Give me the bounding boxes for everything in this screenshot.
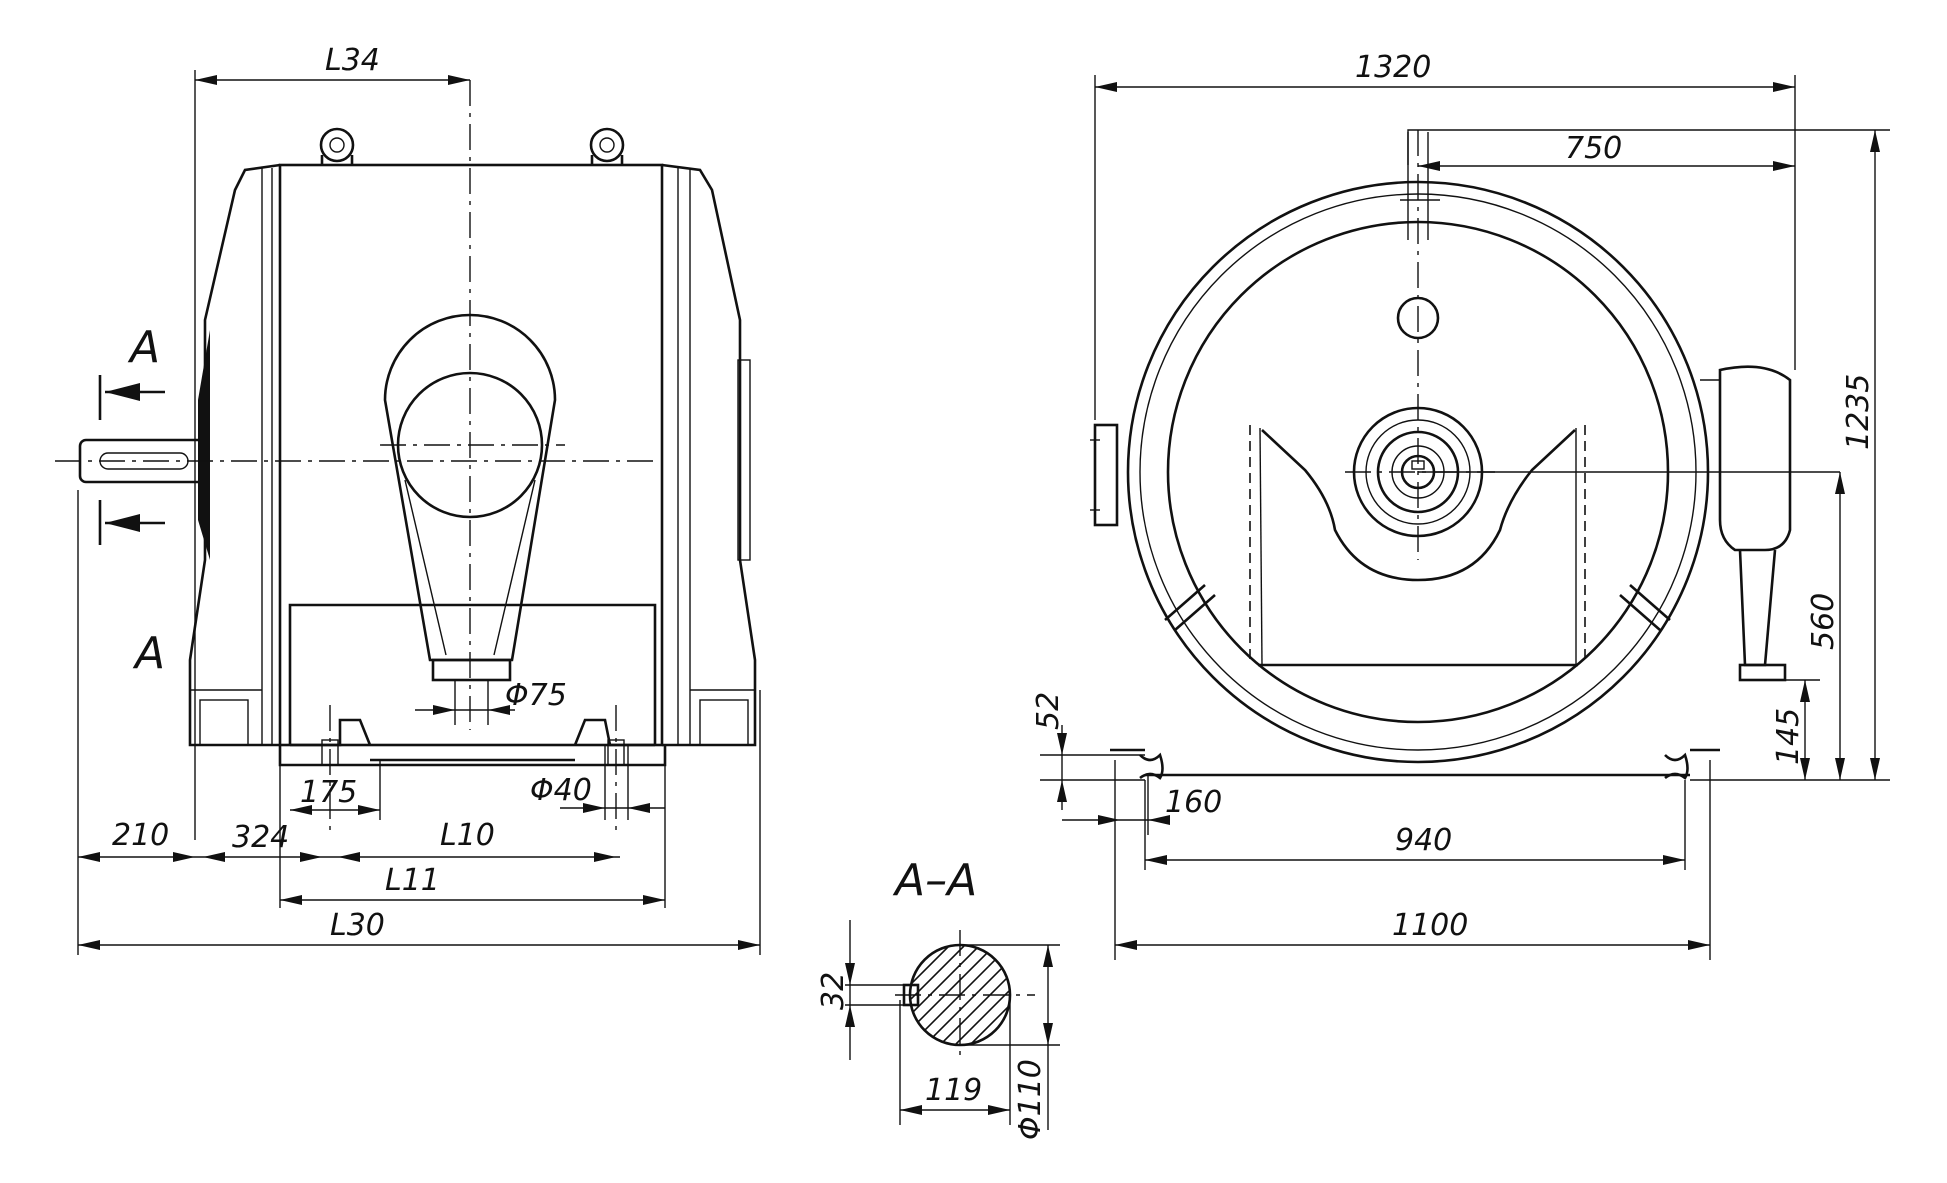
dim-145: 145 bbox=[1771, 708, 1806, 765]
dim-940: 940 bbox=[1395, 823, 1452, 858]
shaft bbox=[78, 438, 207, 484]
feet-base bbox=[190, 603, 755, 767]
dim-phi110: Φ110 bbox=[1013, 1059, 1048, 1140]
side-view-dimensions: L34 210 324 L10 175 L11 bbox=[77, 43, 761, 955]
dim-phi75: Φ75 bbox=[505, 678, 567, 713]
dim-l10: L10 bbox=[440, 818, 495, 853]
lifting-eye-right bbox=[589, 127, 625, 165]
side-view: A A L34 210 324 L10 bbox=[55, 43, 761, 955]
dim-32: 32 bbox=[816, 972, 851, 1010]
dim-l11: L11 bbox=[385, 863, 440, 898]
dim-l34: L34 bbox=[325, 43, 380, 78]
dim-175: 175 bbox=[300, 775, 357, 810]
dim-750: 750 bbox=[1565, 131, 1622, 166]
section-label-bottom: A bbox=[132, 628, 165, 679]
lifting-eye-left bbox=[319, 127, 355, 165]
dim-560: 560 bbox=[1806, 593, 1841, 650]
right-end-shield bbox=[661, 163, 757, 747]
front-view: 1320 750 1235 560 145 bbox=[1031, 50, 1890, 960]
dim-1320: 1320 bbox=[1355, 50, 1431, 85]
section-a-a: A–A 32 119 bbox=[816, 855, 1060, 1140]
dim-phi40: Φ40 bbox=[530, 773, 592, 808]
motor-body bbox=[278, 163, 664, 747]
front-view-dimensions: 1320 750 1235 560 145 bbox=[1031, 50, 1890, 960]
dim-160: 160 bbox=[1165, 785, 1222, 820]
cooling-window bbox=[1249, 425, 1586, 667]
right-terminal-box bbox=[1700, 365, 1792, 682]
section-title: A–A bbox=[892, 855, 977, 906]
dim-210: 210 bbox=[112, 818, 169, 853]
section-label-top: A bbox=[127, 322, 160, 373]
dim-l30: L30 bbox=[330, 908, 385, 943]
dim-119: 119 bbox=[925, 1073, 982, 1108]
dim-1100: 1100 bbox=[1392, 908, 1468, 943]
section-marker-a: A A bbox=[98, 322, 165, 679]
dim-1235: 1235 bbox=[1841, 374, 1876, 450]
dim-52: 52 bbox=[1031, 692, 1066, 730]
front-base bbox=[1110, 748, 1720, 780]
